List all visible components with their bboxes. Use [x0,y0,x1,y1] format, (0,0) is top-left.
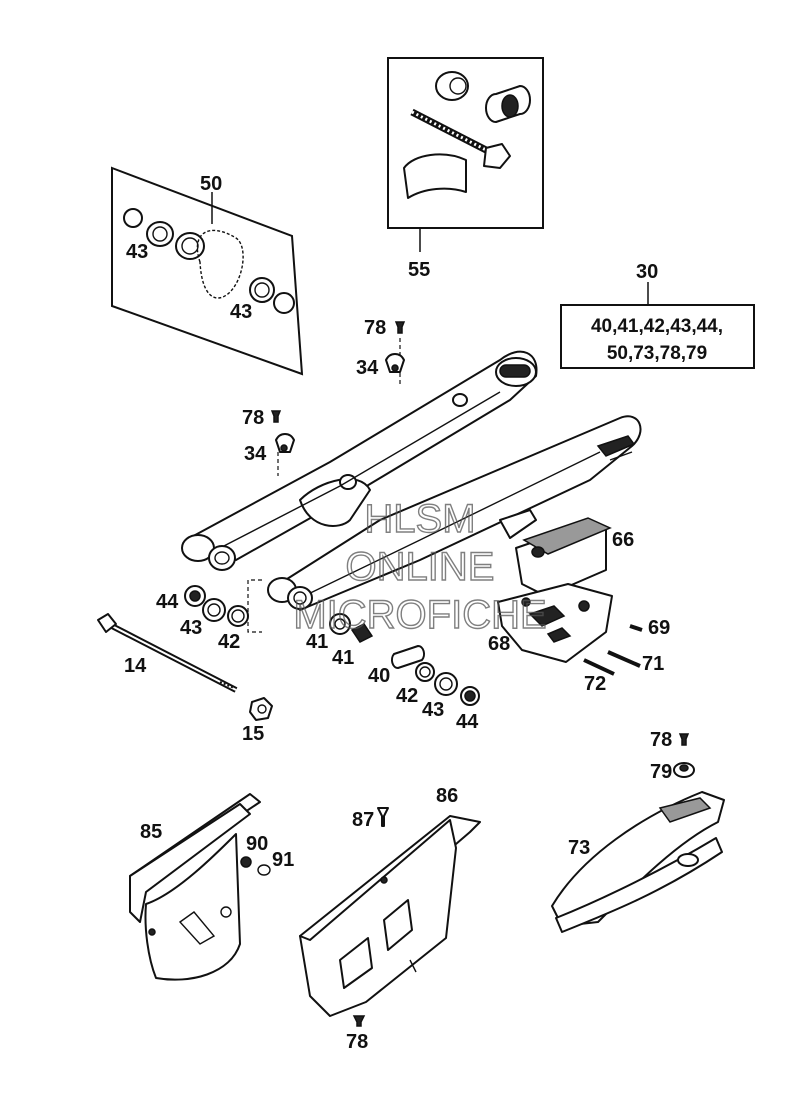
label-85: 85 [140,821,162,843]
label-40: 40 [368,665,390,687]
washer-42-right [415,662,435,682]
chain-guide-66 [515,517,612,597]
washer-79 [673,762,695,778]
label-34-b: 34 [244,443,267,465]
kit-30-line-1: 40,41,42,43,44, [591,316,723,337]
skid-plate-86 [299,815,481,1017]
label-90: 90 [246,833,268,855]
clip-34-top [385,353,405,373]
label-44-b: 44 [456,711,479,733]
seal-43-left [202,598,226,622]
kit-55-box [387,57,544,229]
label-78-c: 78 [650,729,672,751]
label-55: 55 [408,259,430,281]
label-42-b: 42 [396,685,418,707]
label-43-b: 43 [230,301,252,323]
label-41-b: 41 [332,647,354,669]
label-43-c: 43 [180,617,202,639]
label-91: 91 [272,849,294,871]
label-69: 69 [648,617,670,639]
bolt-78-slider [678,733,690,746]
washer-91 [257,864,271,876]
pivot-axle-14 [97,613,238,693]
watermark-line-2: ONLINE [346,545,495,589]
screw-78-bottom [352,1015,366,1027]
screw-72 [583,658,615,676]
label-15: 15 [242,723,264,745]
kit-30-box [560,282,755,369]
watermark-line-1: HLSM [364,497,475,541]
label-68: 68 [488,633,510,655]
bolt-78-mid [270,410,282,423]
pivot-guide-dash [247,579,262,633]
label-50: 50 [200,173,222,195]
label-86: 86 [436,785,458,807]
sleeve-40 [390,644,426,670]
label-78-d: 78 [346,1031,368,1053]
swingarm [181,350,642,611]
chain-slider-73 [551,791,725,933]
washer-42-left [227,605,249,627]
nut-90 [240,856,252,868]
label-78-a: 78 [364,317,386,339]
label-14: 14 [124,655,147,677]
seal-43-right [434,672,458,696]
chain-guide-plate-68 [497,583,613,663]
label-73: 73 [568,837,590,859]
watermark-line-3: MICROFICHE [293,593,546,637]
kit-50-panel [111,166,304,376]
clip-34-mid [275,433,295,453]
label-44-a: 44 [156,591,179,613]
label-72: 72 [584,673,606,695]
nut-15 [249,697,273,721]
label-66: 66 [612,529,634,551]
label-43-d: 43 [422,699,444,721]
label-87: 87 [352,809,374,831]
bushing-41-a [329,613,351,635]
bushing-41-b [350,623,374,643]
screw-71 [607,650,641,668]
label-79: 79 [650,761,672,783]
bearing-44-left [184,585,206,607]
chain-guard-85 [129,793,261,981]
label-34-a: 34 [356,357,379,379]
label-41-a: 41 [306,631,328,653]
label-71: 71 [642,653,664,675]
bolt-78-top [394,321,406,334]
label-30: 30 [636,261,658,283]
bearing-44-right [460,686,480,706]
label-78-b: 78 [242,407,264,429]
kit-30-line-2: 50,73,78,79 [607,343,707,364]
label-42-a: 42 [218,631,240,653]
screw-69 [629,624,643,632]
label-43-a: 43 [126,241,148,263]
screw-87 [377,807,389,827]
